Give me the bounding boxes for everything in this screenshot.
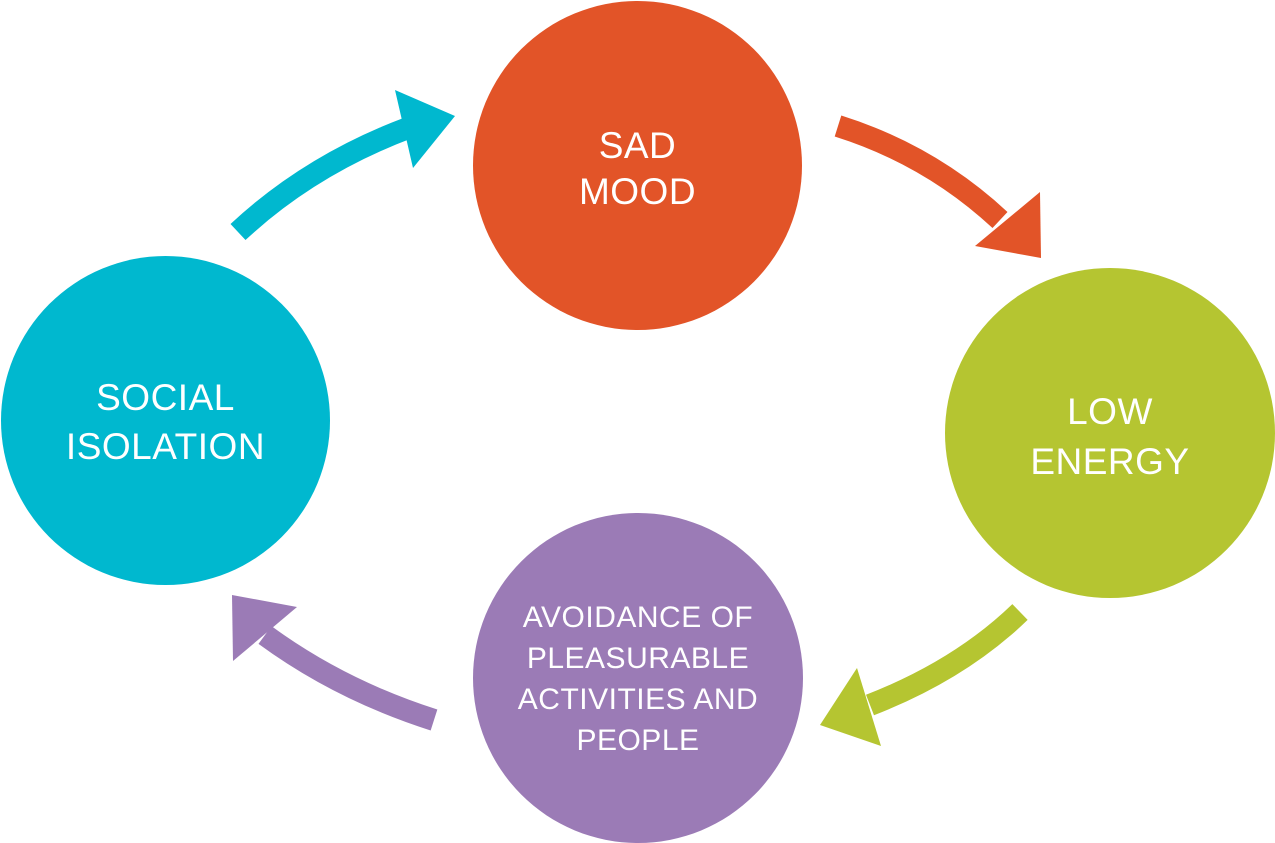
node-sad-mood: SAD MOOD — [473, 1, 802, 330]
arrow-head — [395, 90, 455, 168]
arrow-head — [975, 192, 1041, 258]
node-label: SOCIAL ISOLATION — [65, 376, 266, 467]
arrow-sad-to-energy — [834, 115, 1041, 258]
arrow-shaft — [834, 115, 1008, 229]
arrow-energy-to-avoid — [820, 604, 1028, 746]
node-label: LOW ENERGY — [1030, 391, 1190, 482]
node-low-energy: LOW ENERGY — [945, 268, 1275, 598]
arrow-shaft — [230, 117, 412, 241]
arrow-social-to-sad — [230, 90, 455, 241]
arrow-head — [820, 668, 881, 746]
node-label: AVOIDANCE OF PLEASURABLE ACTIVITIES AND … — [517, 601, 759, 757]
node-label: SAD MOOD — [578, 124, 697, 212]
node-social-isolation: SOCIAL ISOLATION — [1, 256, 330, 585]
node-avoidance: AVOIDANCE OF PLEASURABLE ACTIVITIES AND … — [473, 513, 803, 843]
arrow-shaft — [258, 626, 438, 731]
arrow-head — [232, 595, 297, 661]
arrow-avoid-to-social — [232, 595, 438, 731]
arrow-shaft — [866, 604, 1028, 716]
